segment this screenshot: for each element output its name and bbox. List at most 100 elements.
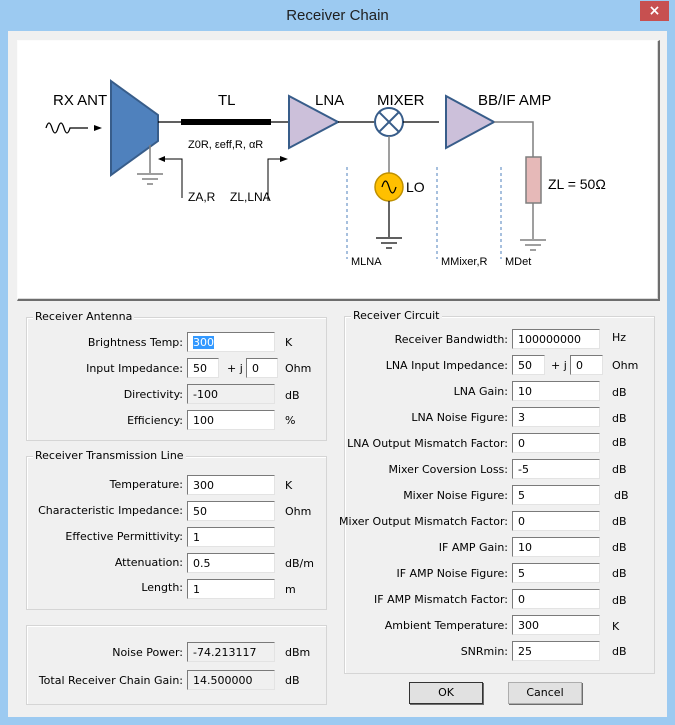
ambient-temp-unit: K [612, 620, 620, 633]
z-llna-label: ZL,LNA [230, 190, 271, 204]
snr-min-label: SNRmin: [460, 645, 508, 658]
lna-impedance-unit: Ohm [612, 359, 639, 372]
input-impedance-j-label: + j [227, 362, 243, 375]
directivity-input: -100 [187, 384, 275, 404]
input-impedance-unit: Ohm [285, 362, 312, 375]
efficiency-label: Efficiency: [127, 414, 183, 427]
diagram-svg: RX ANT TL Z0R, εeff,R, αR ZA,R [45, 79, 606, 268]
total-gain-label: Total Receiver Chain Gain: [38, 674, 183, 687]
brightness-temp-label: Brightness Temp: [87, 336, 183, 349]
receiver-antenna-group: Receiver Antenna Brightness Temp: 300 K … [26, 310, 327, 441]
lna-nf-label: LNA Noise Figure: [411, 411, 508, 424]
length-unit: m [285, 583, 296, 596]
input-impedance-real-input[interactable]: 50 [187, 358, 219, 378]
lna-nf-input[interactable]: 3 [512, 407, 600, 427]
snr-min-input[interactable]: 25 [512, 641, 600, 661]
lna-gain-input[interactable]: 10 [512, 381, 600, 401]
noise-power-unit: dBm [285, 646, 311, 659]
mixer-loss-unit: dB [612, 463, 627, 476]
char-impedance-input[interactable]: 50 [187, 501, 275, 521]
ground-icon [137, 173, 163, 185]
if-gain-input[interactable]: 10 [512, 537, 600, 557]
lna-mismatch-input[interactable]: 0 [512, 433, 600, 453]
lna-nf-unit: dB [612, 412, 627, 425]
char-impedance-unit: Ohm [285, 505, 312, 518]
mixer-loss-input[interactable]: -5 [512, 459, 600, 479]
mixer-mismatch-input[interactable]: 0 [512, 511, 600, 531]
if-mismatch-input[interactable]: 0 [512, 589, 600, 609]
lna-input-impedance-label: LNA Input Impedance: [385, 359, 508, 372]
antenna-icon [110, 79, 159, 177]
eff-permittivity-label: Effective Permittivity: [65, 530, 183, 543]
zl-arrow-icon [280, 156, 288, 162]
z-ar-label: ZA,R [188, 190, 216, 204]
lna-gain-unit: dB [612, 386, 627, 399]
receiver-antenna-title: Receiver Antenna [33, 310, 135, 323]
mixer-mismatch-unit: dB [612, 515, 627, 528]
ambient-temp-label: Ambient Temperature: [384, 619, 508, 632]
dialog-client: RX ANT TL Z0R, εeff,R, αR ZA,R [8, 31, 667, 717]
if-gain-label: IF AMP Gain: [438, 541, 508, 554]
lna-impedance-real-input[interactable]: 50 [512, 355, 545, 375]
efficiency-input[interactable]: 100 [187, 410, 275, 430]
if-mismatch-unit: dB [612, 594, 627, 607]
attenuation-input[interactable]: 0.5 [187, 553, 275, 573]
ambient-temp-input[interactable]: 300 [512, 615, 600, 635]
bandwidth-label: Receiver Bandwidth: [394, 333, 508, 346]
tl-params-label: Z0R, εeff,R, αR [188, 139, 263, 151]
m-det-label: MDet [505, 256, 531, 268]
transmission-line-title: Receiver Transmission Line [33, 449, 186, 462]
transmission-line-icon [181, 119, 271, 125]
noise-power-output: -74.213117 [187, 642, 275, 662]
total-gain-unit: dB [285, 674, 300, 687]
tl-label: TL [218, 92, 236, 109]
ok-button[interactable]: OK [409, 682, 483, 704]
input-impedance-imag-input[interactable]: 0 [246, 358, 278, 378]
cancel-button[interactable]: Cancel [508, 682, 582, 704]
noise-power-label: Noise Power: [112, 646, 183, 659]
receiver-chain-diagram: RX ANT TL Z0R, εeff,R, αR ZA,R [17, 40, 660, 301]
ground-icon [376, 237, 402, 249]
za-arrow-icon [158, 156, 165, 162]
lna-label: LNA [315, 92, 344, 109]
length-input[interactable]: 1 [187, 579, 275, 599]
mixer-nf-unit: dB [614, 489, 629, 502]
receiver-circuit-group: Receiver Circuit Receiver Bandwidth: 100… [339, 309, 655, 674]
load-resistor-icon [525, 156, 542, 204]
results-group: Noise Power: -74.213117 dBm Total Receiv… [26, 625, 327, 705]
rx-ant-label: RX ANT [53, 92, 107, 109]
snr-min-unit: dB [612, 645, 627, 658]
tl-temperature-input[interactable]: 300 [187, 475, 275, 495]
attenuation-unit: dB/m [285, 557, 314, 570]
lna-mismatch-label: LNA Output Mismatch Factor: [347, 437, 508, 450]
total-gain-output: 14.500000 [187, 670, 275, 690]
close-button[interactable]: × [640, 1, 669, 21]
if-mismatch-label: IF AMP Mismatch Factor: [374, 593, 508, 606]
ground-icon [520, 239, 546, 251]
brightness-temp-input[interactable]: 300 [187, 332, 275, 352]
mixer-loss-label: Mixer Coversion Loss: [388, 463, 508, 476]
char-impedance-label: Characteristic Impedance: [38, 504, 183, 517]
lo-label: LO [406, 179, 425, 195]
lna-impedance-j-label: + j [551, 359, 567, 372]
bandwidth-input[interactable]: 100000000 [512, 329, 600, 349]
receiver-circuit-title: Receiver Circuit [351, 309, 442, 322]
eff-permittivity-input[interactable]: 1 [187, 527, 275, 547]
directivity-label: Directivity: [123, 388, 183, 401]
tl-temperature-unit: K [285, 479, 293, 492]
if-nf-unit: dB [612, 567, 627, 580]
title-bar: Receiver Chain × [0, 0, 675, 32]
mixer-icon [374, 107, 404, 137]
if-gain-unit: dB [612, 541, 627, 554]
mixer-mismatch-label: Mixer Output Mismatch Factor: [339, 515, 508, 528]
mixer-nf-input[interactable]: 5 [512, 485, 600, 505]
m-lna-label: MLNA [351, 256, 382, 268]
efficiency-unit: % [285, 414, 296, 427]
lna-impedance-imag-input[interactable]: 0 [570, 355, 603, 375]
mixer-nf-label: Mixer Noise Figure: [403, 489, 508, 502]
rf-wave-icon [45, 122, 88, 134]
lna-mismatch-unit: dB [612, 436, 627, 449]
wave-arrow-icon [94, 125, 102, 131]
if-nf-input[interactable]: 5 [512, 563, 600, 583]
transmission-line-group: Receiver Transmission Line Temperature: … [26, 449, 327, 610]
